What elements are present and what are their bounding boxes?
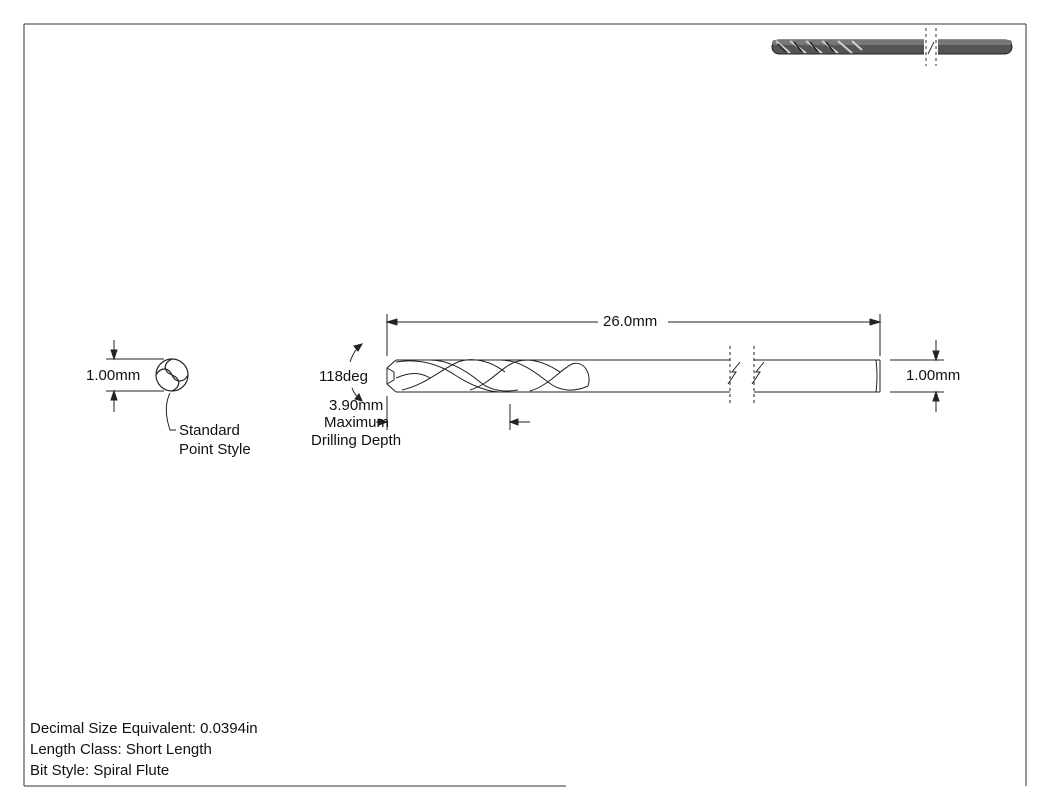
note-decimal-size: Decimal Size Equivalent: 0.0394in — [30, 720, 258, 737]
note-length-class: Length Class: Short Length — [30, 741, 212, 758]
shank-diameter-label: 1.00mm — [906, 367, 961, 384]
overall-length-label: 26.0mm — [603, 313, 658, 330]
drilling-depth-label-line2: Drilling Depth — [311, 432, 402, 449]
point-angle-dimension — [349, 343, 364, 402]
drill-side-view — [386, 346, 881, 404]
sheet-border — [23, 23, 1027, 787]
end-view-diameter-dimension — [106, 340, 164, 412]
point-style-leader — [165, 392, 176, 431]
point-style-label-line2: Point Style — [179, 441, 251, 458]
notes-block: Decimal Size Equivalent: 0.0394in Length… — [30, 718, 258, 781]
end-view-circle — [155, 358, 189, 392]
end-diameter-label: 1.00mm — [86, 367, 141, 384]
drill-preview-thumbnail — [771, 28, 1013, 66]
drilling-depth-value-label: 3.90mm — [329, 397, 384, 414]
drilling-depth-label-line1: Maximum — [324, 414, 390, 431]
overall-length-dimension — [385, 314, 882, 356]
shank-diameter-dimension — [890, 340, 944, 412]
point-style-label-line1: Standard — [179, 422, 240, 439]
point-angle-label: 118deg — [319, 368, 368, 385]
drilling-depth-dimension — [376, 396, 530, 430]
note-bit-style: Bit Style: Spiral Flute — [30, 762, 170, 779]
